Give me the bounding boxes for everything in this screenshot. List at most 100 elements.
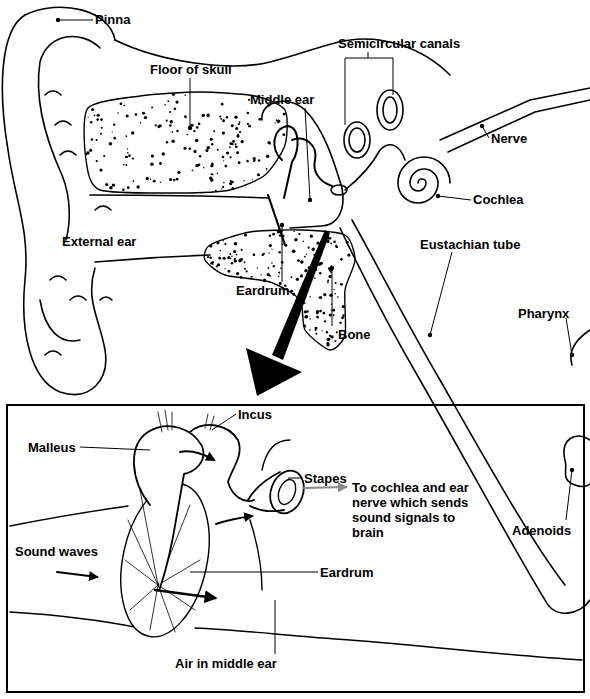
bone-speckle: [132, 180, 134, 182]
eustachian-tube-wall: [340, 228, 590, 613]
leader-line: [305, 108, 310, 200]
vestibule: [345, 145, 405, 190]
bone-speckle: [112, 131, 113, 132]
leader-line: [332, 268, 333, 326]
bone-speckle: [219, 250, 221, 252]
bone-speckle: [159, 162, 162, 165]
leader-dot: [428, 333, 432, 337]
bone-speckle: [215, 190, 217, 192]
bone-speckle: [326, 331, 328, 333]
malleus-bone: [134, 426, 203, 588]
bone-speckle: [229, 156, 231, 158]
bone-speckle: [198, 123, 201, 126]
bone-speckle: [226, 151, 229, 154]
bone-speckle: [340, 258, 343, 261]
part-label: Middle ear: [250, 92, 314, 107]
part-label: Sound waves: [15, 544, 98, 559]
bone-speckle: [246, 270, 248, 272]
bone-speckle: [234, 242, 238, 246]
leader-dot: [188, 126, 192, 130]
bone-speckle: [250, 276, 252, 278]
bone-speckle: [203, 167, 205, 169]
bone-speckle: [277, 230, 281, 234]
bone-speckle: [132, 158, 134, 160]
bone-speckle: [193, 150, 196, 153]
bone-speckle: [346, 241, 349, 244]
bone-speckle: [316, 315, 318, 317]
bone-speckle: [305, 315, 308, 318]
zoom-arrow: [246, 230, 330, 396]
motion-arrow: [216, 516, 252, 524]
bone-speckle: [320, 262, 323, 265]
bone-speckle: [169, 178, 172, 181]
bone-speckle: [222, 186, 224, 188]
bone-speckle: [166, 120, 168, 122]
bone-speckle: [222, 132, 225, 135]
bone-speckle: [173, 179, 176, 182]
bone-speckle: [117, 112, 118, 113]
part-label: External ear: [62, 234, 136, 249]
bone-speckle: [263, 253, 265, 255]
bone-speckle: [210, 173, 212, 175]
bone-speckle: [304, 256, 306, 258]
bone-speckle: [333, 241, 335, 243]
part-label: Pharynx: [518, 306, 569, 321]
bone-speckle: [218, 257, 221, 260]
bone-speckle: [257, 173, 260, 176]
leader-line: [566, 318, 572, 355]
stapes-footplate: [264, 466, 309, 518]
bone-speckle: [135, 113, 138, 116]
bone-speckle: [329, 313, 332, 316]
bone-speckle: [339, 321, 341, 323]
bone-speckle: [228, 270, 231, 273]
bone-speckle: [96, 160, 98, 162]
bone-speckle: [126, 156, 128, 158]
bone-speckle: [239, 121, 241, 123]
bone-speckle: [314, 277, 316, 279]
bone-speckle: [207, 114, 210, 117]
bone-speckle: [223, 240, 224, 241]
leader-dot: [308, 198, 312, 202]
bone-speckle: [87, 116, 88, 117]
part-label: To cochlea and ear nerve which sends sou…: [352, 480, 472, 540]
bone-speckle: [315, 327, 318, 330]
bone-outline: [84, 92, 287, 193]
cavity-wall: [250, 440, 290, 590]
bone-speckle: [241, 249, 243, 251]
bone-speckle: [337, 296, 339, 298]
leader-line: [212, 414, 236, 430]
bone-speckle: [216, 241, 219, 244]
canal-wall: [10, 612, 140, 628]
leader-line: [438, 196, 471, 200]
part-label: Bone: [338, 327, 371, 342]
bone-speckle: [229, 146, 231, 148]
bone-speckle: [234, 143, 236, 145]
bone-speckle: [161, 152, 165, 156]
bone-speckle: [278, 276, 280, 278]
leader-line: [430, 252, 452, 335]
bone-speckle: [86, 151, 89, 154]
bone-speckle: [312, 248, 315, 251]
bone-speckle: [243, 180, 244, 181]
bone-speckle: [236, 272, 239, 275]
bone-speckle: [248, 125, 251, 128]
bone-speckle: [170, 120, 173, 123]
bone-speckle: [260, 274, 261, 275]
bone-speckle: [222, 156, 225, 159]
bone-speckle: [310, 318, 311, 319]
part-label: Incus: [238, 407, 272, 422]
part-label: Stapes: [304, 471, 347, 486]
bone-speckle: [319, 310, 322, 313]
bone-speckle: [96, 118, 99, 121]
bone-speckle: [131, 131, 134, 134]
bone-speckle: [169, 111, 171, 113]
bone-speckle: [236, 254, 238, 256]
bone-speckle: [221, 188, 222, 189]
bone-speckle: [166, 141, 168, 143]
bone-speckle: [285, 244, 287, 246]
bone-speckle: [306, 310, 309, 313]
bone-speckle: [297, 259, 300, 262]
bone-speckle: [96, 139, 98, 141]
bone-speckle: [223, 182, 225, 184]
bone-speckle: [151, 154, 154, 157]
